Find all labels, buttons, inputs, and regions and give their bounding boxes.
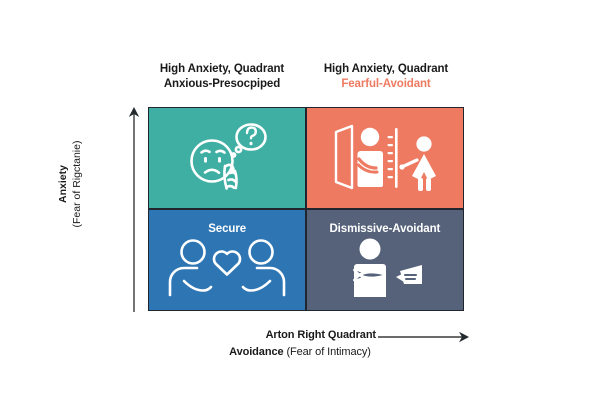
heading-top-right: High Anxiety, Quadrant Fearful-Avoidant [306, 62, 466, 92]
y-axis-label-line1: Anxiety [57, 165, 69, 203]
quadrant-dismissive-avoidant[interactable]: Dismissive-Avoidant [306, 209, 463, 310]
quadrant-secure[interactable]: Secure [149, 209, 306, 310]
quadrant-dismissive-avoidant-label: Dismissive-Avoidant [329, 222, 441, 235]
arrow-right-icon [378, 331, 469, 343]
quadrant-matrix: Secure Dismissive-Avoidant [148, 107, 464, 311]
y-axis [126, 106, 142, 312]
worried-face-question-icon [190, 123, 267, 190]
y-axis-label-line2: (Fear of Rigctanie) [71, 140, 83, 228]
heading-top-right-line1: High Anxiety, Quadrant [323, 63, 449, 75]
crossed-arms-push-away-icon [352, 238, 422, 297]
quadrant-anxious-preoccupied[interactable] [149, 108, 306, 209]
person-hiding-door-icon [334, 124, 436, 192]
x-axis-label-avoidance: Avoidance [229, 346, 284, 358]
heading-top-left-line1: High Anxiety, Quadrant [159, 63, 285, 75]
x-axis-label-line2: Avoidance (Fear of Intimacy) [180, 346, 420, 358]
heading-top-left: High Anxiety, Quadrant Anxious-Presocpip… [142, 62, 302, 92]
y-axis-label: Anxiety (Fear of Rigctanie) [56, 104, 84, 264]
heading-top-right-line2: Fearful-Avoidant [341, 78, 431, 90]
x-axis-label-intimacy: (Fear of Intimacy) [283, 346, 371, 358]
arrow-up-icon [128, 107, 140, 312]
quadrant-secure-label: Secure [208, 222, 246, 235]
quadrant-fearful-avoidant[interactable] [306, 108, 463, 209]
two-people-heart-icon [168, 239, 286, 297]
x-axis-label-line1: Arton Right Quadrant [265, 329, 377, 341]
x-axis [378, 330, 470, 344]
heading-top-left-line2: Anxious-Presocpiped [163, 78, 281, 90]
